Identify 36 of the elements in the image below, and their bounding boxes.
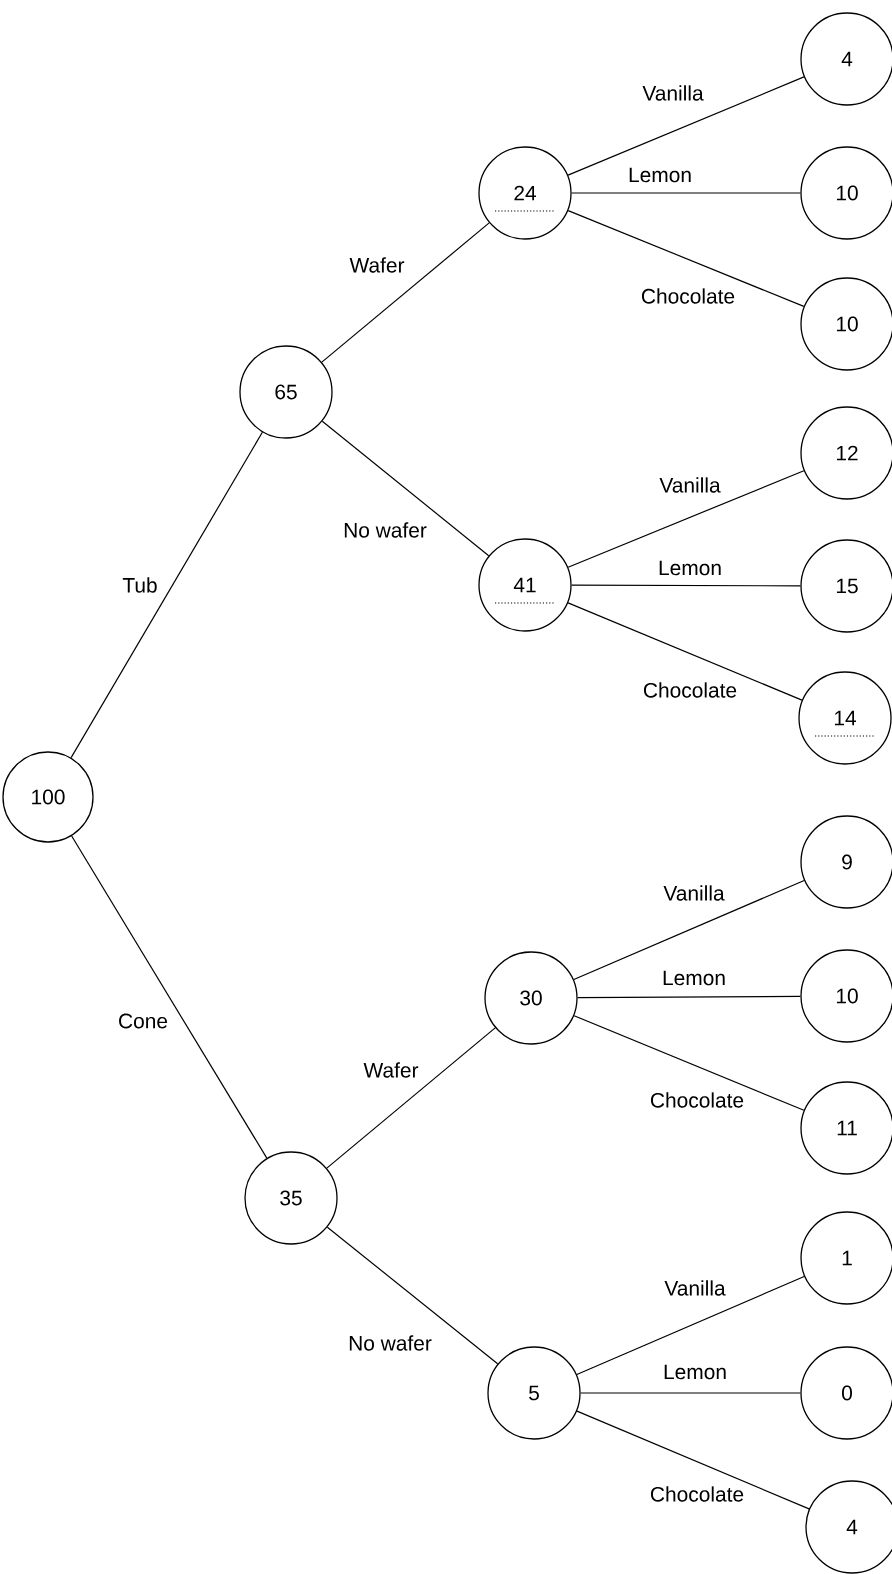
edge-label: Chocolate — [639, 287, 737, 305]
edge-label: Lemon — [657, 559, 723, 577]
branch-line — [567, 470, 805, 568]
branch-line — [326, 1226, 499, 1365]
branch-line — [70, 431, 263, 759]
edge-label: Chocolate — [648, 1091, 746, 1109]
branch-line — [326, 1027, 496, 1169]
branch-line — [571, 192, 801, 194]
edge-label: Lemon — [662, 1363, 728, 1381]
edge-label: Tub — [121, 576, 159, 594]
branch-line — [573, 879, 805, 981]
branch-line — [321, 420, 490, 557]
branch-line — [71, 835, 268, 1159]
edge-label: Vanilla — [663, 1279, 727, 1297]
edge-label: Chocolate — [648, 1485, 746, 1503]
edge-label: Wafer — [362, 1061, 420, 1079]
edge-label: Vanilla — [641, 84, 705, 102]
edge-label: Chocolate — [641, 681, 739, 699]
edge-label: Vanilla — [658, 476, 722, 494]
branch-line — [321, 222, 490, 363]
edge-label: No wafer — [342, 521, 428, 539]
branch-line — [567, 602, 803, 701]
edge-label: Lemon — [627, 166, 693, 184]
edge-label: Vanilla — [662, 884, 726, 902]
branch-line — [573, 1015, 805, 1111]
edge-label: Cone — [117, 1012, 169, 1030]
branch-line — [576, 1410, 810, 1510]
branch-line — [567, 210, 805, 308]
edge-label: No wafer — [347, 1334, 433, 1352]
branch-line — [571, 584, 801, 587]
branch-line — [577, 995, 801, 999]
branch-line — [580, 1392, 801, 1394]
edge-label: Wafer — [348, 256, 406, 274]
branch-line — [567, 76, 805, 176]
branch-line — [576, 1275, 805, 1376]
edge-label: Lemon — [661, 969, 727, 987]
